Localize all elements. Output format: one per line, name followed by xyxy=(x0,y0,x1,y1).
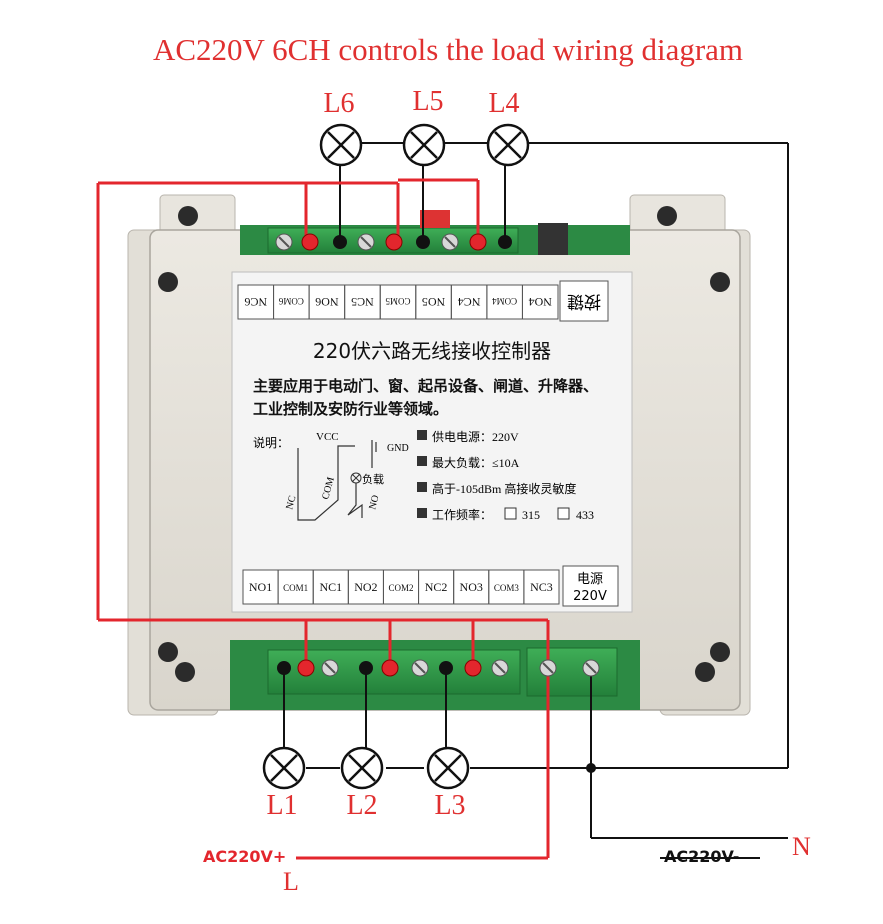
lamp-l1-cross-b xyxy=(270,754,298,782)
power-label: 电源 xyxy=(577,572,603,587)
neutral-supply-label: AC220V- xyxy=(664,847,739,866)
mount-hole xyxy=(158,642,178,662)
label-plate xyxy=(231,271,633,613)
mount-hole xyxy=(175,662,195,682)
lamp-l5-cross-b xyxy=(410,131,438,159)
spec-frequency-label: 工作频率： xyxy=(432,507,492,522)
plate-top-terminal-row: NC6 COM6 NO6 NC5 COM5 NO5 NC4 COM4 NO4 按键 xyxy=(237,280,609,322)
lamp-l4-cross-b xyxy=(494,131,522,159)
top-terminal-label-nc5: NC5 xyxy=(351,295,374,309)
live-supply-label: AC220V+ xyxy=(203,847,286,866)
power-voltage: 220V xyxy=(573,589,607,604)
bottom-com-terminal xyxy=(297,659,315,677)
lamp-l4 xyxy=(486,123,530,167)
top-no-terminal xyxy=(385,233,403,251)
mount-hole xyxy=(158,272,178,292)
mount-hole xyxy=(695,662,715,682)
legend-no: NO xyxy=(367,494,381,511)
plate-bottom-terminal-row: NO1 COM1 NC1 NO2 COM2 NC2 NO3 COM3 NC3 电源 220V xyxy=(242,565,619,607)
top-terminal-label-nc4: NC4 xyxy=(458,295,481,309)
button-label: 按键 xyxy=(567,291,601,311)
lamp-label-L6: L6 xyxy=(323,88,354,119)
top-terminal-label-com4: COM4 xyxy=(492,296,518,306)
mount-hole xyxy=(710,642,730,662)
bottom-terminal-label-com2: COM2 xyxy=(388,583,413,593)
top-terminal-cell xyxy=(521,284,559,320)
legend-load: 负载 xyxy=(362,472,384,486)
lamp-l5 xyxy=(402,123,446,167)
bottom-terminal-label-nc2: NC2 xyxy=(425,580,448,594)
legend-nc: NC xyxy=(284,494,298,511)
bottom-no-terminal xyxy=(359,661,373,675)
neutral-junction xyxy=(586,763,596,773)
bottom-lamps xyxy=(262,746,470,790)
top-com-terminal xyxy=(498,235,512,249)
top-lamps xyxy=(319,123,530,167)
lamp-l6 xyxy=(319,123,363,167)
lamp-label-L5: L5 xyxy=(412,86,443,117)
lamp-label-L2: L2 xyxy=(346,790,377,821)
top-terminal-screws xyxy=(275,233,512,251)
bottom-terminal-label-no1: NO1 xyxy=(249,580,272,594)
lamp-l3 xyxy=(426,746,470,790)
top-terminal-label-nc6: NC6 xyxy=(244,295,267,309)
learn-button[interactable] xyxy=(538,223,568,255)
bottom-terminal-label-com3: COM3 xyxy=(494,583,520,593)
bottom-terminal-label-nc3: NC3 xyxy=(530,580,553,594)
bottom-terminal-label-com1: COM1 xyxy=(283,583,308,593)
lamp-label-L4: L4 xyxy=(488,88,519,119)
top-terminal-label-no5: NO5 xyxy=(422,295,445,309)
top-terminal-label-com5: COM5 xyxy=(385,296,411,306)
bottom-terminal-label-no3: NO3 xyxy=(460,580,483,594)
top-no-terminal xyxy=(469,233,487,251)
diagram-title: AC220V 6CH controls the load wiring diag… xyxy=(153,32,743,67)
mount-hole xyxy=(710,272,730,292)
freq-checkbox-315 xyxy=(504,507,517,520)
bottom-no-terminal xyxy=(439,661,453,675)
description-line-1: 主要应用于电动门、窗、起吊设备、闸道、升降器、 xyxy=(253,377,598,395)
legend-vcc: VCC xyxy=(316,431,339,443)
top-terminal-label-no6: NO6 xyxy=(315,295,338,309)
spec-list: 供电电源：220V 最大负载：≤10A 高于-105dBm 高接收灵敏度 工作频… xyxy=(417,430,594,522)
top-com-terminal xyxy=(333,235,347,249)
bottom-terminal-cell xyxy=(523,569,560,605)
freq-315: 315 xyxy=(522,508,540,522)
spec-power: 供电电源：220V xyxy=(432,430,519,444)
freq-433: 433 xyxy=(576,508,594,522)
bottom-terminal-screws xyxy=(277,659,600,677)
description-line-2: 工业控制及安防行业等领域。 xyxy=(253,400,448,418)
product-name: 220伏六路无线接收控制器 xyxy=(313,339,551,363)
bottom-com-terminal xyxy=(464,659,482,677)
top-terminal-label-com6: COM6 xyxy=(278,296,304,306)
lamp-l2-cross-b xyxy=(348,754,376,782)
top-com-terminal xyxy=(416,235,430,249)
lamp-l3-cross-b xyxy=(434,754,462,782)
spec-load: 最大负载：≤10A xyxy=(432,456,520,470)
bottom-com-terminal xyxy=(381,659,399,677)
lamp-label-L1: L1 xyxy=(266,790,297,821)
mount-hole xyxy=(178,206,198,226)
lamp-l2 xyxy=(340,746,384,790)
freq-checkbox-433 xyxy=(557,507,570,520)
legend-title: 说明： xyxy=(253,435,289,450)
lamp-label-L3: L3 xyxy=(434,790,465,821)
bottom-no-terminal xyxy=(277,661,291,675)
antenna-component xyxy=(420,210,450,228)
bottom-terminal-label-nc1: NC1 xyxy=(319,580,342,594)
mount-hole xyxy=(657,206,677,226)
relay-board xyxy=(127,194,751,716)
legend-gnd: GND xyxy=(387,443,409,454)
neutral-supply-letter: N xyxy=(792,832,811,861)
lamp-l6-cross-b xyxy=(327,131,355,159)
top-terminal-label-no4: NO4 xyxy=(529,295,552,309)
lamp-l1 xyxy=(262,746,306,790)
bottom-terminal-label-no2: NO2 xyxy=(354,580,377,594)
live-supply-letter: L xyxy=(283,867,299,896)
spec-sensitivity: 高于-105dBm 高接收灵敏度 xyxy=(432,481,576,496)
top-no-terminal xyxy=(301,233,319,251)
contact-legend: 说明： VCC GND 负载 NC COM NO xyxy=(253,431,409,521)
